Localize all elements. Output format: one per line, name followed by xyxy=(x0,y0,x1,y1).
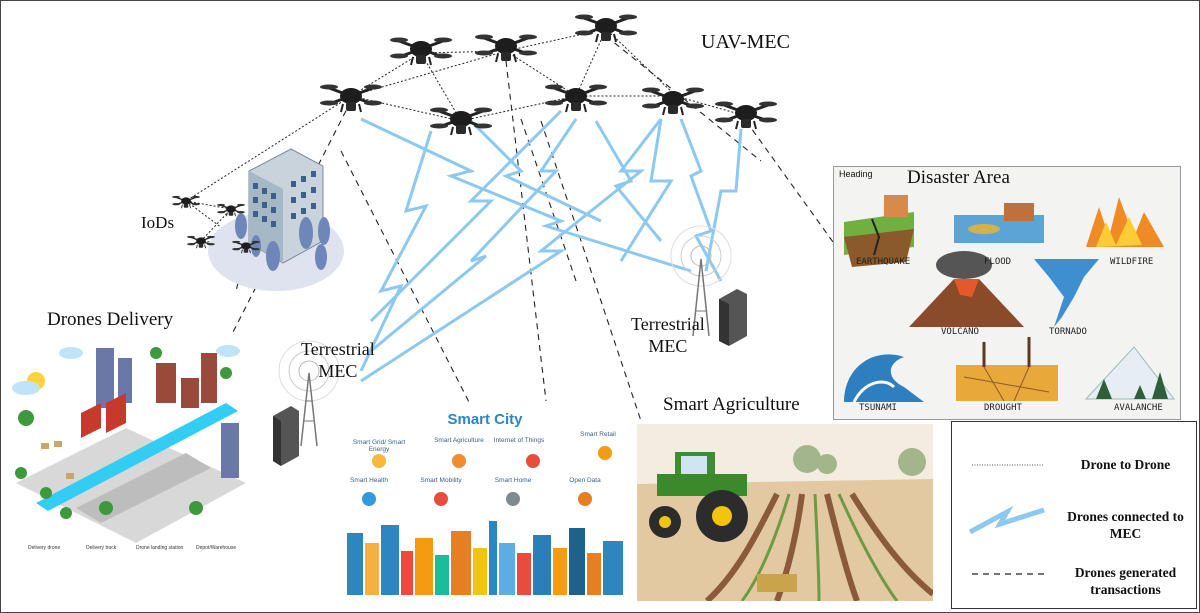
uav-mec-title: UAV-MEC xyxy=(701,31,790,53)
drone-icon xyxy=(171,195,201,209)
terrestrial-mec-right-label: Terrestrial MEC xyxy=(631,314,705,356)
disaster-area-title: Disaster Area xyxy=(907,167,1010,188)
mec-links xyxy=(359,109,743,383)
iods-label: IoDs xyxy=(141,213,175,232)
caption-tsunami: TSUNAMI xyxy=(859,403,897,413)
legend-landing-station: Drone landing station xyxy=(136,545,184,551)
smart-city-title: Smart City xyxy=(447,411,523,428)
drones-delivery-label: Drones Delivery xyxy=(47,309,174,330)
smart-city-item: Open Data xyxy=(569,477,601,484)
legend-bolt-icon xyxy=(968,505,1045,535)
smart-city-item: Smart Mobility xyxy=(420,477,462,484)
legend-depot: Depot/Warehouse xyxy=(196,545,237,551)
smart-city-item: Smart Home xyxy=(494,477,532,484)
iods-cluster xyxy=(171,148,344,291)
drone-icon xyxy=(713,100,779,131)
caption-volcano: VOLCANO xyxy=(941,327,979,337)
smart-city-item: Smart Health xyxy=(350,477,388,484)
terrestrial-mec-right xyxy=(670,225,747,346)
smart-city-illustration xyxy=(347,446,623,595)
smart-agriculture-label: Smart Agriculture xyxy=(663,394,800,415)
caption-wildfire: WILDFIRE xyxy=(1110,257,1154,267)
disaster-heading: Heading xyxy=(839,169,873,179)
disaster-area-panel: Heading Disaster Area xyxy=(833,166,1181,420)
drone-icon xyxy=(573,13,639,44)
smart-city-item: Smart Grid/ Smart Energy xyxy=(352,439,406,453)
disaster-illustrations xyxy=(844,195,1176,403)
caption-earthquake: EARTHQUAKE xyxy=(856,257,911,267)
drone-icon xyxy=(388,36,454,67)
legend-delivery-drone: Delivery drone xyxy=(28,545,61,551)
smart-city-item: Internet of Things xyxy=(493,437,545,444)
farm-illustration xyxy=(637,424,933,601)
smart-city-panel: Smart City Smart Grid/ Smart Energy Smar… xyxy=(341,403,629,601)
smart-city-item: Smart Agriculture xyxy=(434,437,484,444)
legend-box: Drone to Drone Drones connected to MEC D… xyxy=(951,421,1197,609)
legend-drone-to-drone: Drone to Drone xyxy=(1080,457,1171,472)
drone-icon xyxy=(543,83,609,114)
smart-agriculture-panel xyxy=(637,424,933,601)
caption-avalanche: AVALANCHE xyxy=(1114,403,1163,413)
terrestrial-mec-left xyxy=(273,340,340,466)
legend-delivery-truck: Delivery truck xyxy=(86,545,117,551)
drone-icon xyxy=(473,33,539,64)
legend-symbols xyxy=(968,464,1045,575)
legend-drones-transactions: Drones generated transactions xyxy=(1074,565,1177,597)
drones-delivery-panel: Delivery drone Delivery truck Drone land… xyxy=(6,333,251,565)
drone-icon xyxy=(318,83,384,114)
delivery-city-illustration xyxy=(12,345,246,543)
terrestrial-mec-left-label: Terrestrial MEC xyxy=(301,339,375,381)
caption-tornado: TORNADO xyxy=(1049,327,1087,337)
caption-drought: DROUGHT xyxy=(984,403,1022,413)
smart-city-item: Smart Retail xyxy=(580,431,616,438)
legend-drones-connected: Drones connected to MEC xyxy=(1067,509,1184,541)
caption-flood: FLOOD xyxy=(984,257,1012,267)
